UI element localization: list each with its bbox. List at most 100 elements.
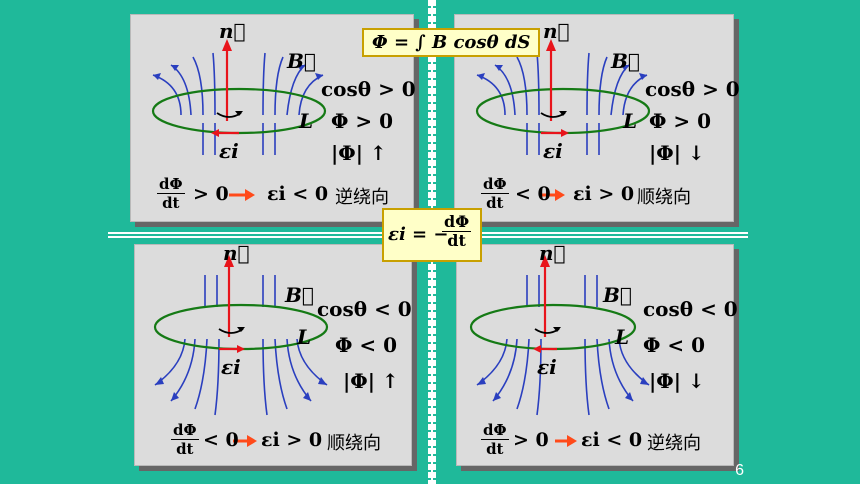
field-arrowhead [640, 377, 649, 385]
flux-integral-formula: Φ = ∫ B cosθ dS [362, 28, 541, 57]
field-line [516, 56, 528, 116]
emf-label: εi [221, 355, 241, 379]
field-line [274, 56, 284, 116]
result-arrowhead [245, 189, 255, 201]
normal-arrowhead [546, 39, 556, 51]
rate-relation: < 0 [515, 183, 551, 205]
rate-relation: > 0 [513, 429, 549, 451]
flux-magnitude-change: |Φ| ↓ [649, 369, 705, 393]
field-arrowhead [315, 73, 323, 80]
cos-condition: cosθ < 0 [317, 297, 412, 321]
field-line [154, 338, 186, 386]
field-line [586, 52, 590, 116]
field-line [536, 52, 540, 116]
n-label: n⃗ [539, 241, 566, 265]
normal-arrowhead [222, 39, 232, 51]
field-arrowhead [303, 392, 311, 401]
emf-arrowhead [211, 129, 219, 137]
flux-magnitude-change: |Φ| ↑ [331, 141, 387, 165]
diagram-top-right [475, 39, 651, 201]
rate-relation: < 0 [203, 429, 239, 451]
field-arrowhead [477, 73, 485, 80]
field-line [262, 52, 266, 116]
L-label: L [615, 325, 630, 349]
result-arrowhead [247, 435, 257, 447]
emf-arrowhead [561, 129, 569, 137]
L-label: L [299, 109, 314, 133]
field-line [194, 338, 208, 410]
result-arrowhead [555, 189, 565, 201]
field-line [598, 56, 608, 116]
diagram-bottom-left [153, 255, 329, 447]
field-arrowhead [477, 377, 486, 385]
rate-denominator: dt [486, 194, 504, 212]
rate-fraction: dΦ dt [157, 175, 185, 212]
faraday-fraction: dΦ dt [442, 212, 472, 250]
field-line [192, 56, 204, 116]
emf-relation: εi > 0 [261, 429, 323, 451]
field-line [584, 338, 590, 416]
emf-label: εi [543, 139, 563, 163]
field-line [214, 338, 220, 416]
faraday-numerator: dΦ [442, 212, 472, 232]
field-arrowhead [171, 65, 179, 71]
rate-denominator: dt [162, 194, 180, 212]
diagram-bottom-right [469, 255, 650, 447]
direction-label: 逆绕向 [647, 433, 701, 454]
flux-condition: Φ < 0 [643, 333, 706, 357]
emf-label: εi [219, 139, 239, 163]
field-line [274, 338, 288, 410]
emf-arrowhead [533, 345, 541, 353]
flux-condition: Φ > 0 [649, 109, 712, 133]
faraday-lhs: εi = − [388, 224, 449, 245]
emf-label: εi [537, 355, 557, 379]
L-label: L [297, 325, 312, 349]
rate-numerator: dΦ [171, 421, 199, 440]
rate-numerator: dΦ [157, 175, 185, 194]
n-label: n⃗ [219, 19, 246, 43]
rotation-arrowhead [553, 327, 561, 332]
panel-top-left: n⃗ B⃗ L εi cosθ > 0 Φ > 0 |Φ| ↑ dΦ dt > … [130, 14, 416, 222]
result-arrowhead [567, 435, 577, 447]
flux-magnitude-change: |Φ| ↓ [649, 141, 705, 165]
field-line [596, 338, 610, 410]
rotation-arrowhead [235, 111, 243, 116]
cos-condition: cosθ > 0 [645, 77, 740, 101]
field-arrowhead [153, 73, 161, 80]
field-line [476, 338, 508, 386]
normal-arrowhead [224, 255, 234, 267]
n-label: n⃗ [223, 241, 250, 265]
page-number: 6 [735, 462, 744, 479]
field-arrowhead [493, 392, 501, 401]
rotation-arrowhead [237, 327, 245, 332]
field-line [516, 338, 530, 410]
flux-condition: Φ > 0 [331, 109, 394, 133]
rate-fraction: dΦ dt [481, 175, 509, 212]
flux-magnitude-change: |Φ| ↑ [343, 369, 399, 393]
field-arrowhead [155, 377, 164, 385]
faraday-law-formula: εi = − dΦ dt [382, 208, 482, 262]
flux-condition: Φ < 0 [335, 333, 398, 357]
cos-condition: cosθ > 0 [321, 77, 416, 101]
normal-arrowhead [540, 255, 550, 267]
rate-fraction: dΦ dt [481, 421, 509, 458]
emf-relation: εi < 0 [267, 183, 329, 205]
field-line [262, 338, 268, 416]
panel-bottom-left: n⃗ B⃗ L εi cosθ < 0 Φ < 0 |Φ| ↑ dΦ dt < … [134, 241, 412, 466]
rate-numerator: dΦ [481, 175, 509, 194]
direction-label: 顺绕向 [327, 433, 381, 454]
field-arrowhead [171, 392, 179, 401]
n-label: n⃗ [543, 19, 570, 43]
rate-relation: > 0 [193, 183, 229, 205]
field-arrowhead [297, 65, 305, 71]
rate-fraction: dΦ dt [171, 421, 199, 458]
field-arrowhead [621, 65, 629, 71]
panel-bottom-right: n⃗ B⃗ L εi cosθ < 0 Φ < 0 |Φ| ↓ dΦ dt > … [456, 241, 738, 466]
field-arrowhead [625, 392, 633, 401]
field-arrowhead [495, 65, 503, 71]
field-arrowhead [318, 377, 327, 385]
faraday-denominator: dt [447, 231, 466, 250]
field-line [212, 52, 216, 116]
B-label: B⃗ [603, 283, 632, 307]
emf-relation: εi > 0 [573, 183, 635, 205]
